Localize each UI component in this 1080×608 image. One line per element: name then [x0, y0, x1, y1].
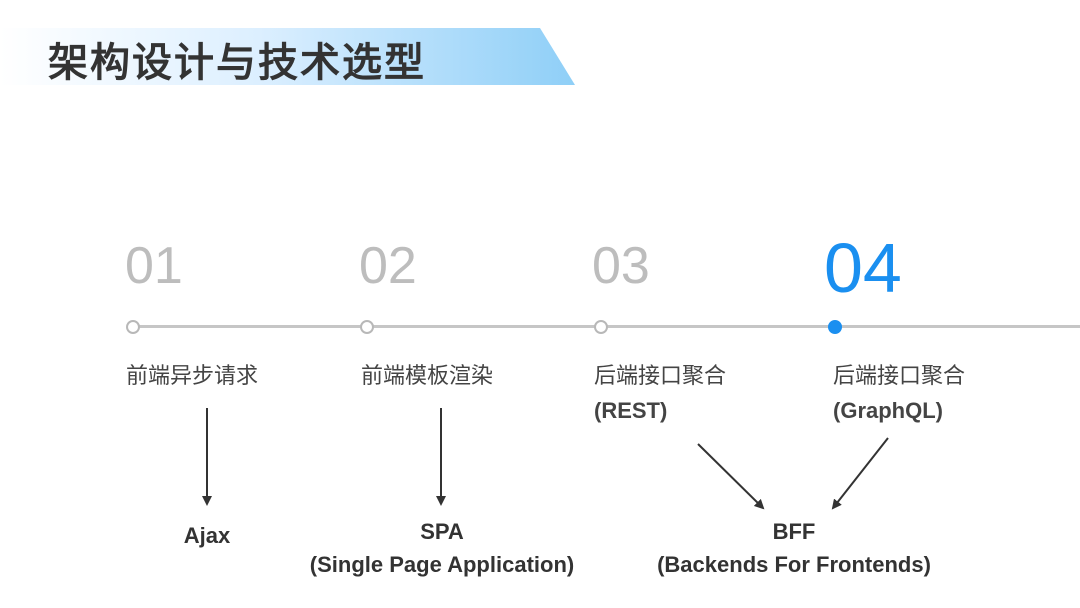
- step-label-04: 后端接口聚合: [833, 364, 966, 389]
- result-bff-full: (Backends For Frontends): [657, 552, 931, 577]
- result-spa: SPA: [420, 519, 464, 544]
- step-number-03: 03: [592, 237, 650, 295]
- step-label-01: 前端异步请求: [126, 364, 259, 389]
- step-sub-03: (REST): [594, 398, 668, 423]
- step-label-02: 前端模板渲染: [361, 364, 494, 389]
- result-spa-full: (Single Page Application): [309, 552, 575, 577]
- result-bff: BFF: [772, 519, 816, 544]
- timeline-dot-03: [594, 320, 608, 334]
- title-banner: [0, 28, 575, 85]
- step-number-02: 02: [359, 237, 417, 295]
- result-ajax: Ajax: [183, 523, 231, 548]
- timeline-dot-02: [360, 320, 374, 334]
- arrow-bff-graphql: [831, 437, 889, 510]
- step-label-03: 后端接口聚合: [594, 364, 727, 389]
- step-number-01: 01: [125, 237, 183, 295]
- page-title: 架构设计与技术选型: [48, 40, 426, 86]
- timeline-dot-01: [126, 320, 140, 334]
- step-sub-04: (GraphQL): [833, 398, 943, 423]
- step-number-04: 04: [824, 229, 902, 307]
- arrow-bff-rest: [697, 443, 765, 510]
- timeline-dot-04: [828, 320, 842, 334]
